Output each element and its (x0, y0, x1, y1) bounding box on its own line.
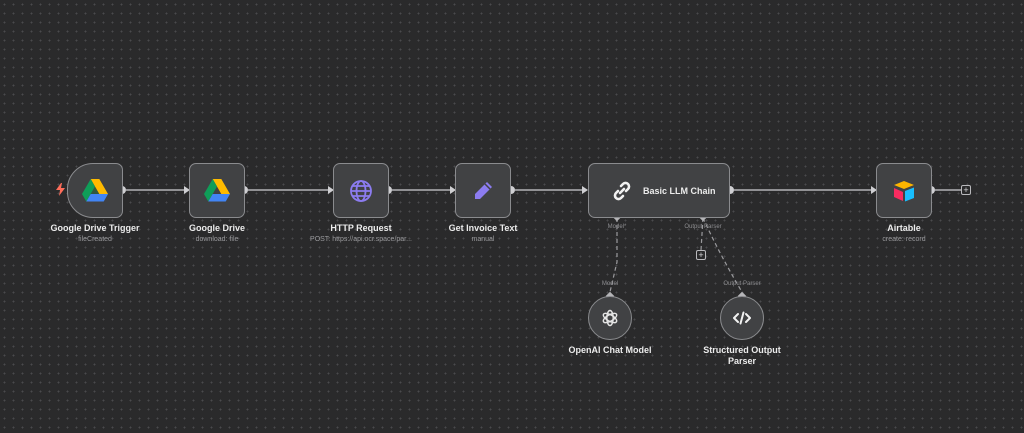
node-subtitle: manual (471, 236, 495, 243)
link-icon (613, 181, 631, 200)
node-subtitle: download: file (195, 236, 239, 243)
output-parser-port-label: Output Parser (723, 281, 761, 287)
node-basic-llm-chain[interactable]: Basic LLM Chain (588, 163, 730, 218)
node-http-request[interactable] (333, 163, 389, 218)
model-port-label: Model (601, 281, 619, 287)
node-subtitle: create: record (882, 236, 926, 243)
node-title: Get Invoice Text (448, 223, 518, 233)
node-google-drive-trigger[interactable] (67, 163, 123, 218)
node-subtitle: POST: https://api.ocr.space/par... (310, 236, 412, 243)
airtable-icon (894, 180, 914, 201)
node-subtitle: fileCreated (78, 236, 112, 243)
output-parser-port-label: Output Parser (684, 224, 722, 230)
node-title: Basic LLM Chain (643, 185, 716, 196)
node-title: Structured Output Parser (703, 345, 781, 366)
node-title: Google Drive (188, 223, 246, 233)
globe-icon (350, 179, 372, 202)
node-title: HTTP Request (330, 223, 392, 233)
google-drive-icon (204, 179, 230, 202)
node-airtable[interactable] (876, 163, 932, 218)
connection-parser-to-add (700, 217, 704, 251)
node-title: Airtable (887, 223, 921, 233)
node-title: Google Drive Trigger (50, 223, 140, 233)
node-get-invoice-text[interactable] (455, 163, 511, 218)
node-google-drive[interactable] (189, 163, 245, 218)
node-openai-chat-model[interactable] (588, 296, 632, 340)
add-output-parser-button[interactable]: + (696, 250, 706, 260)
add-node-button[interactable]: + (961, 185, 971, 195)
model-port-label: Model* (607, 224, 627, 230)
pencil-icon (475, 181, 492, 199)
trigger-bolt-icon (56, 183, 65, 196)
node-title: OpenAI Chat Model (568, 345, 652, 355)
google-drive-icon (82, 179, 108, 202)
trigger-input-arrow (59, 186, 67, 194)
code-icon (733, 311, 751, 325)
openai-icon (602, 309, 618, 327)
node-structured-output-parser[interactable] (720, 296, 764, 340)
